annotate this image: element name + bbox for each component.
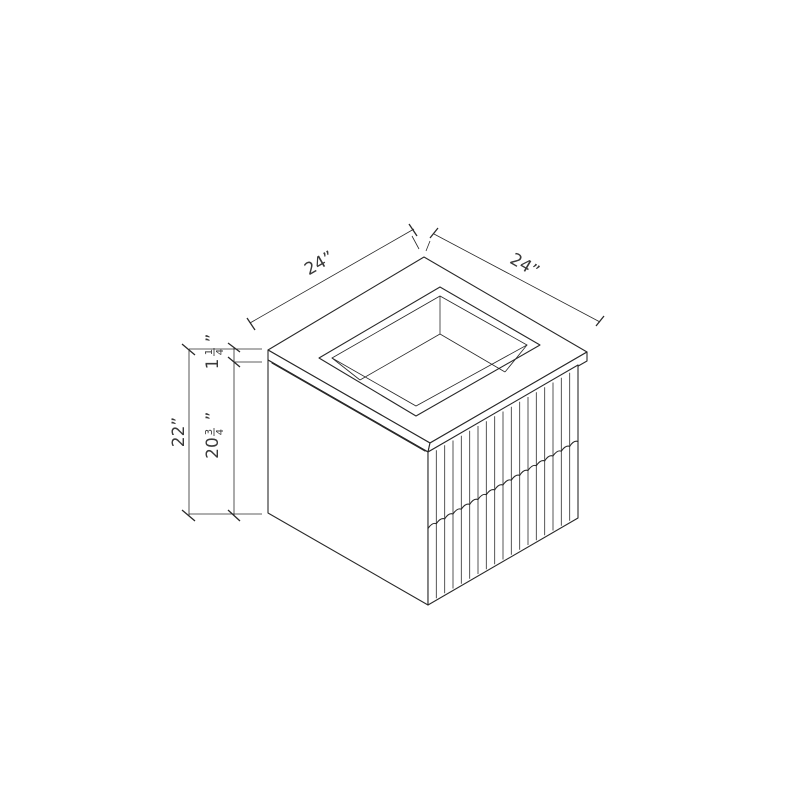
cabinet-height-whole: 20 — [203, 437, 223, 459]
top-thickness-denominator: 4 — [215, 349, 226, 355]
depth-label: 24” — [506, 249, 542, 282]
dimension-overall-height: 22” — [169, 343, 262, 522]
width-label: 24” — [301, 247, 337, 280]
top-thickness-inch-mark: ” — [203, 334, 223, 343]
top-thickness-whole: 1 — [203, 359, 223, 370]
cabinet-height-inch-mark: ” — [203, 412, 223, 421]
sink-basin — [318, 286, 541, 417]
dimension-cabinet-height: 20 3 4 ” — [203, 362, 241, 522]
drawer-seam — [427, 440, 579, 530]
overall-height-label: 22” — [169, 417, 189, 447]
cabinet-height-denominator: 4 — [215, 429, 226, 435]
cabinet-height-numerator: 3 — [204, 429, 215, 435]
countertop-right-edge — [427, 351, 588, 453]
basin-rim — [318, 286, 541, 417]
drawer-seams — [427, 440, 579, 530]
top-thickness-numerator: 1 — [204, 349, 215, 355]
dimension-top-thickness: 1 1 4 ” — [203, 334, 262, 370]
